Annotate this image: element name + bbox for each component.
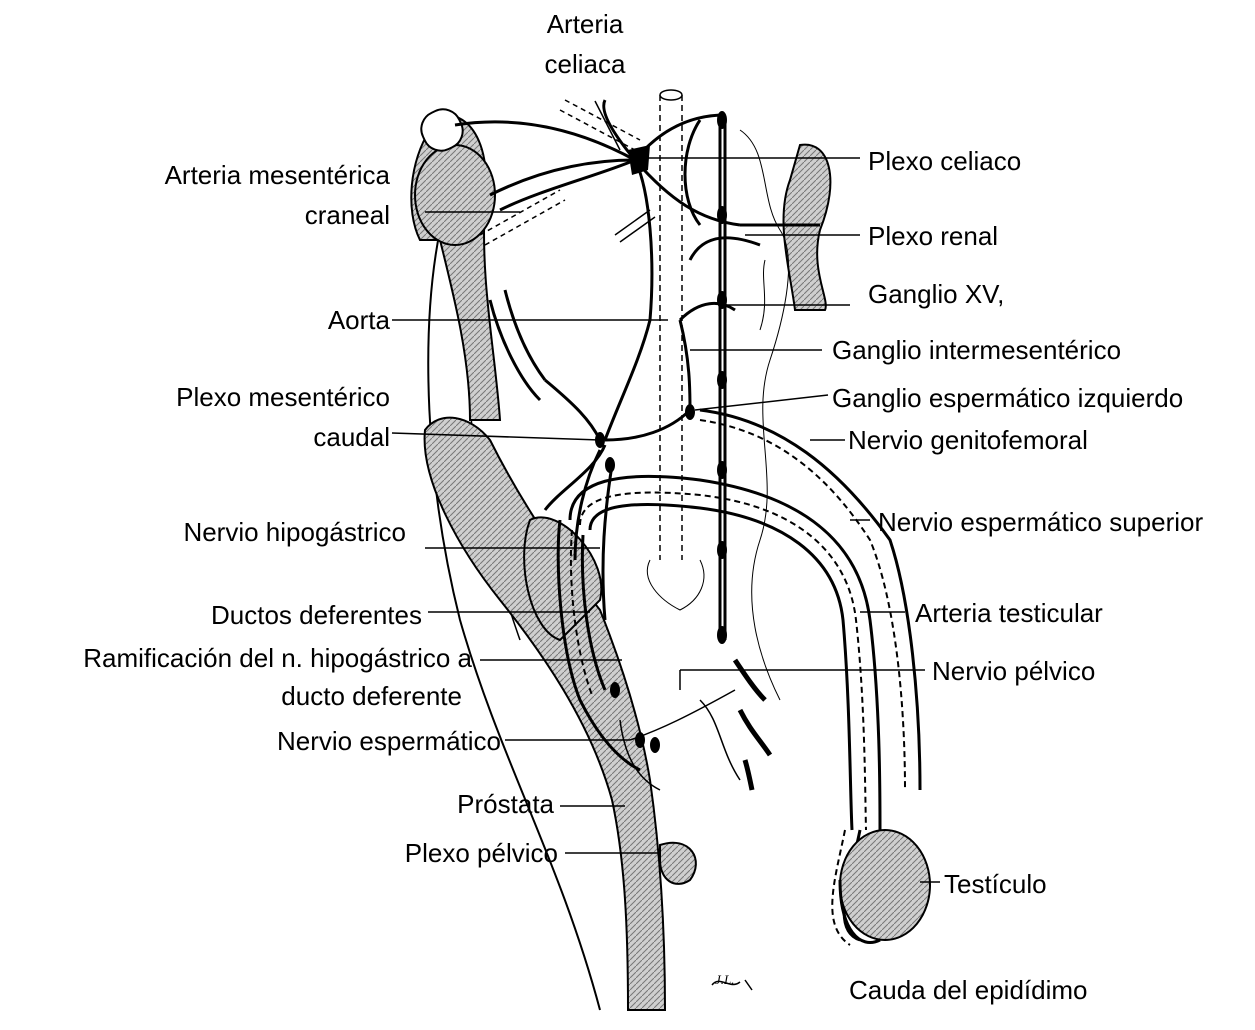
label-nervio-pelvico: Nervio pélvico	[932, 651, 1095, 691]
label-plexo-celiaco: Plexo celiaco	[868, 141, 1021, 181]
aorta-tube	[660, 95, 682, 560]
label-arteria-testicular: Arteria testicular	[915, 593, 1103, 633]
label-testiculo: Testículo	[944, 864, 1047, 904]
label-arteria-mesenterica-2: craneal	[60, 195, 390, 235]
arteria-mesenterica-oval	[415, 145, 495, 245]
label-ganglio-intermesenterico: Ganglio intermesentérico	[832, 330, 1121, 370]
hatched-kidney	[784, 145, 831, 310]
label-aorta: Aorta	[190, 300, 390, 340]
label-arteria-celiaca-1: Arteria	[535, 4, 635, 44]
label-cauda-epididimo: Cauda del epidídimo	[849, 970, 1088, 1010]
celiac-ganglion	[628, 145, 650, 175]
hatched-prostate-bulb	[660, 843, 696, 884]
label-plexo-mesenterico-1: Plexo mesentérico	[60, 377, 390, 417]
label-prostata: Próstata	[300, 784, 554, 824]
label-arteria-celiaca-2: celiaca	[535, 44, 635, 84]
testis	[840, 830, 930, 940]
label-plexo-renal: Plexo renal	[868, 216, 998, 256]
label-plexo-mesenterico-2: caudal	[60, 417, 390, 457]
label-nervio-genitofemoral: Nervio genitofemoral	[848, 420, 1088, 460]
label-nervio-espermatico-superior: Nervio espermático superior	[878, 502, 1203, 542]
label-ramificacion-2: ducto deferente	[10, 676, 462, 716]
label-ramificacion-1: Ramificación del n. hipogástrico a	[10, 638, 472, 678]
sympathetic-ganglia	[595, 111, 727, 644]
label-ganglio-espermatico-izquierdo: Ganglio espermático izquierdo	[832, 378, 1183, 418]
label-ductos-deferentes: Ductos deferentes	[60, 595, 422, 635]
label-ganglio-xv: Ganglio XV,	[868, 274, 1004, 314]
pelvic-nerves	[735, 660, 770, 790]
signature: J.L.	[715, 972, 735, 988]
label-nervio-hipogastrico: Nervio hipogástrico	[60, 512, 406, 552]
label-arteria-mesenterica-1: Arteria mesentérica	[60, 155, 390, 195]
label-nervio-espermatico: Nervio espermático	[60, 721, 501, 761]
label-plexo-pelvico: Plexo pélvico	[300, 833, 558, 873]
